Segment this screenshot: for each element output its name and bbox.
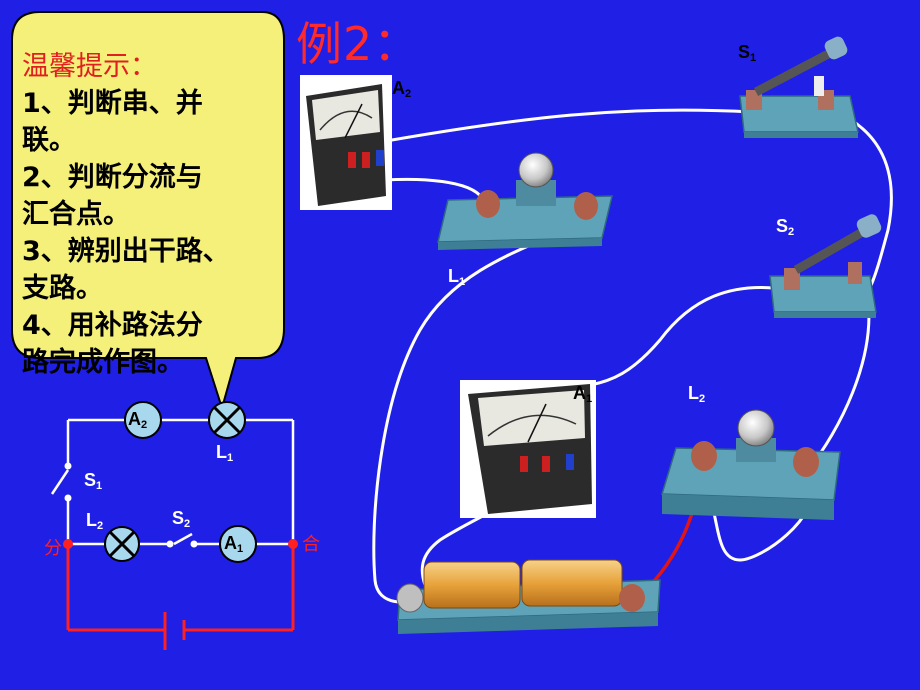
ammeter-a2-symbol xyxy=(124,401,162,439)
schematic-s1-label: S1 xyxy=(84,470,103,492)
circuit-schematic xyxy=(50,418,295,546)
apparatus-s1-label: S1 xyxy=(738,42,757,64)
s1-contact xyxy=(64,462,72,470)
tip-line: 路完成作图。 xyxy=(22,347,184,378)
lamp-l2 xyxy=(660,409,841,520)
schematic-a1-label: A1 xyxy=(224,533,244,555)
tip-line: 3、辨别出干路、 xyxy=(22,236,230,267)
connecting-wires xyxy=(372,108,893,604)
schematic-l1-label: L1 xyxy=(216,442,234,464)
s2-contact xyxy=(166,540,174,548)
s1-contact xyxy=(64,494,72,502)
apparatus-a1-label: A1 xyxy=(573,383,593,405)
s2-contact xyxy=(190,540,198,548)
apparatus-l2-label: L2 xyxy=(688,383,706,405)
tip-line: 4、用补路法分 xyxy=(22,310,203,341)
tip-line: 支路。 xyxy=(22,273,103,304)
battery xyxy=(396,559,661,634)
ammeter-a1 xyxy=(460,380,596,518)
apparatus-s2-label: S2 xyxy=(776,216,795,238)
switch-s2 xyxy=(769,214,882,318)
tip-line: 联。 xyxy=(22,125,76,156)
tip-callout: 温馨提示： 1、判断串、并 联。 2、判断分流与 汇合点。 3、辨别出干路、 支… xyxy=(22,48,272,381)
split-node xyxy=(63,539,73,549)
tip-line: 2、判断分流与 xyxy=(22,162,203,193)
schematic-s2-label: S2 xyxy=(172,508,191,530)
tip-callout-bubble xyxy=(11,11,285,412)
ammeter-a1-symbol xyxy=(219,525,257,563)
merge-node xyxy=(288,539,298,549)
lamp-l1 xyxy=(437,152,613,250)
schematic-battery-loop xyxy=(66,544,295,650)
schematic-l2-label: L2 xyxy=(86,510,104,532)
tip-line: 1、判断串、并 xyxy=(22,88,203,119)
schematic-a2-label: A2 xyxy=(128,409,148,431)
switch-s1 xyxy=(739,36,859,138)
lamp-l2-symbol xyxy=(104,526,140,562)
apparatus-a2-label: A2 xyxy=(392,78,412,100)
apparatus-l1-label: L1 xyxy=(448,266,466,288)
split-point-label: 分 xyxy=(44,538,62,559)
example-title: 例2： xyxy=(296,17,421,71)
ammeter-a2 xyxy=(300,75,392,210)
tip-heading: 温馨提示： xyxy=(22,51,157,82)
lamp-l1-symbol xyxy=(208,401,246,439)
merge-point-label: 合 xyxy=(302,534,320,555)
tip-line: 汇合点。 xyxy=(22,199,130,230)
